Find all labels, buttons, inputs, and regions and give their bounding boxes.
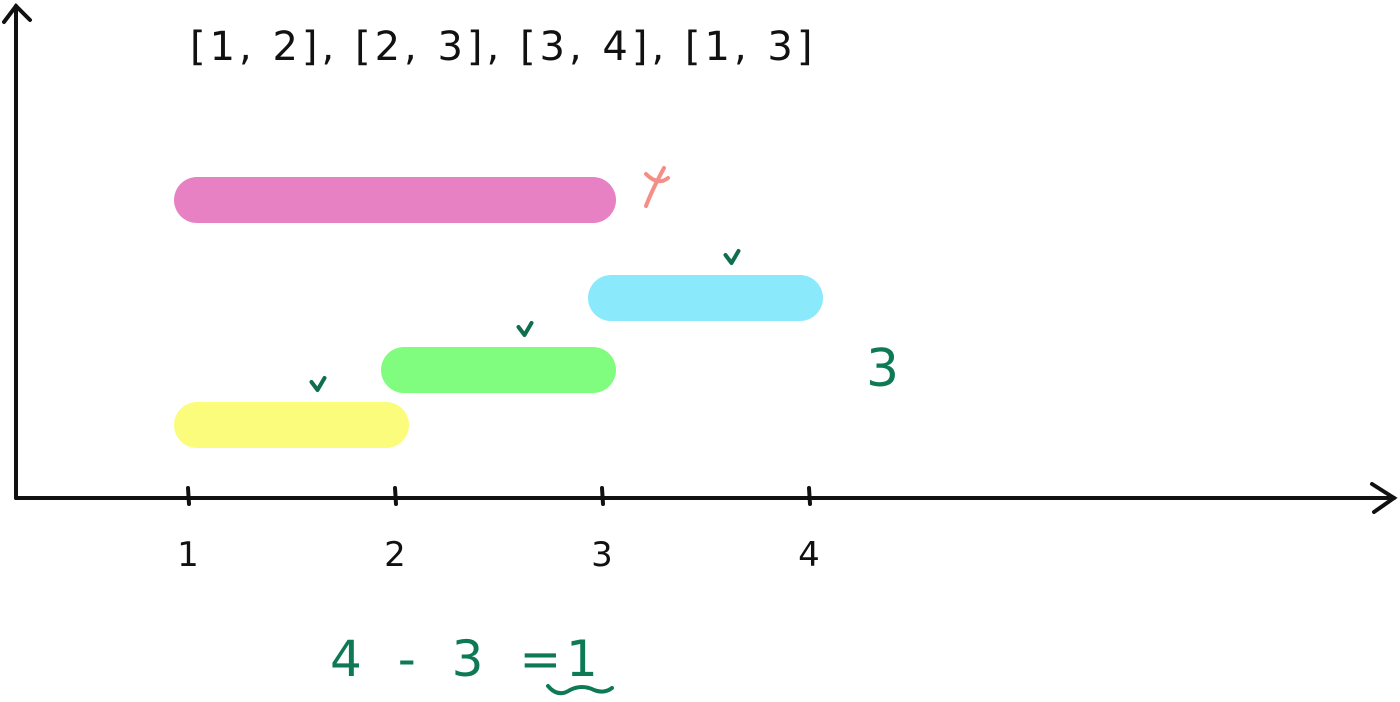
axis-tick-label: 2: [384, 535, 406, 575]
interval-bars: [174, 166, 823, 448]
axis-tick-mark: [186, 486, 191, 506]
interval-bar: [381, 347, 616, 393]
x-axis-arrow-icon: [1370, 482, 1398, 514]
interval-bar: [174, 177, 616, 223]
interval-bar: [588, 275, 823, 321]
axis-tick-label: 4: [798, 535, 820, 575]
equation: 4 - 3 = 1: [330, 630, 614, 696]
equation-result: 1: [566, 630, 598, 688]
result-underline: [546, 684, 614, 696]
accepted-check-icon: [516, 321, 534, 337]
axis-tick-mark: [600, 486, 605, 506]
accepted-check-icon: [723, 249, 741, 265]
accepted-check-icon: [309, 376, 327, 392]
axis-tick-label: 1: [177, 535, 199, 575]
interval-list-title: [1, 2], [2, 3], [3, 4], [1, 3]: [190, 24, 816, 70]
equation-left: 4 - 3 =: [330, 630, 571, 688]
interval-bar: [174, 402, 409, 448]
axes: [2, 2, 1398, 514]
y-axis-arrow-icon: [2, 2, 32, 24]
count-label: 3: [866, 339, 899, 399]
axis-ticks: 1 2 3 4: [177, 486, 820, 575]
axis-tick-label: 3: [591, 535, 613, 575]
rejected-x-icon: [644, 166, 670, 208]
axis-tick-mark: [393, 486, 398, 506]
axis-tick-mark: [807, 486, 812, 506]
